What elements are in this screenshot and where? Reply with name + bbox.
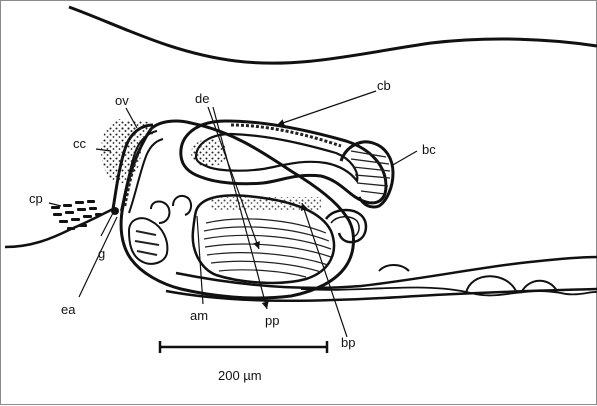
lamellae [204,219,331,277]
scale-bar-label: 200 µm [218,368,262,383]
body-outline-top [69,7,597,63]
label-pp: pp [265,314,279,327]
label-cc: cc [73,137,86,150]
label-am: am [190,309,208,322]
label-g: g [98,247,105,260]
tube-bump-3 [379,265,409,271]
scale-bar [160,341,327,353]
basal-lump-1 [151,202,169,224]
label-ov: ov [115,94,129,107]
label-de: de [195,92,209,105]
lower-lobe [129,218,167,264]
basal-lump-2 [173,196,191,215]
label-bc: bc [422,143,436,156]
label-cp: cp [29,192,43,205]
label-ea: ea [61,303,75,316]
label-bp: bp [341,336,355,349]
label-cb: cb [377,79,391,92]
tube-bump-1 [466,276,516,293]
